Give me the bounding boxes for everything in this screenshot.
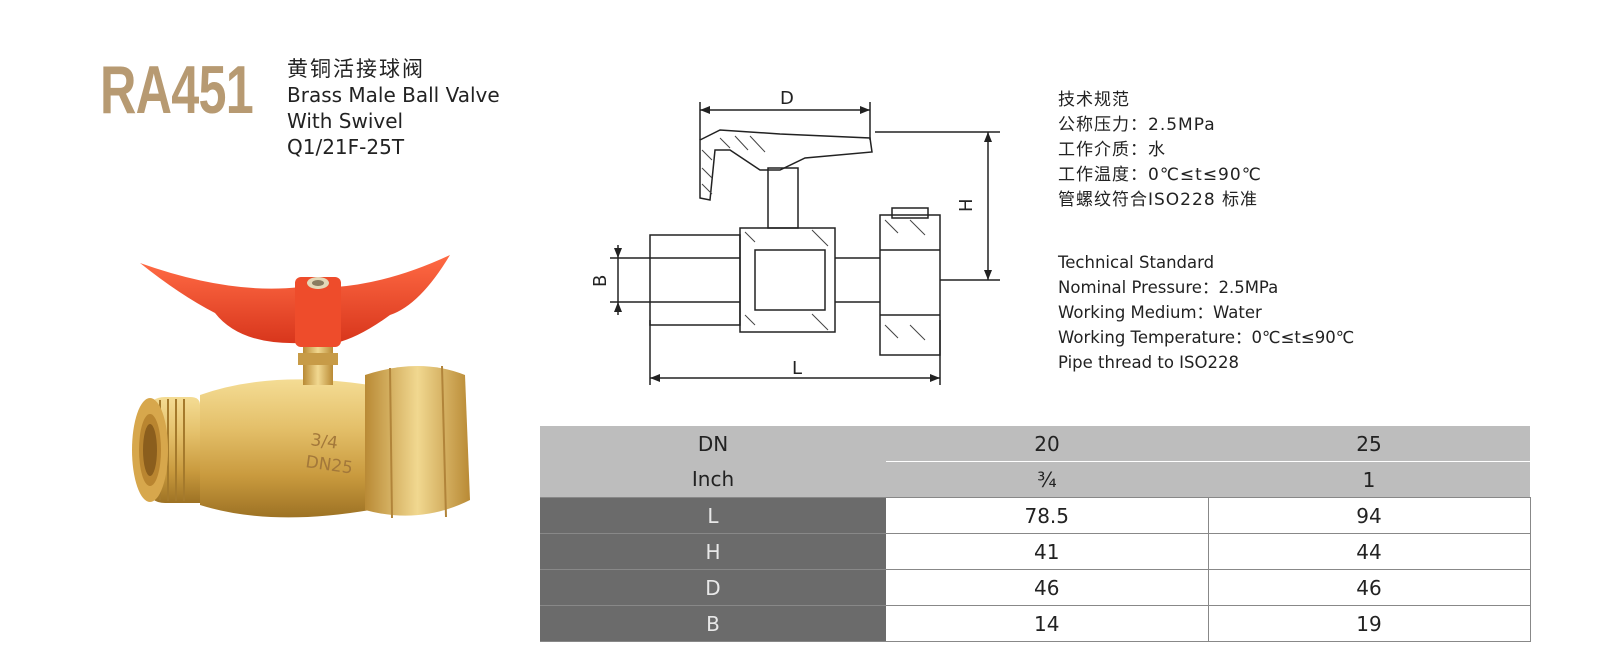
table-cell: Inch xyxy=(540,461,886,498)
spec-cn-temperature: 工作温度：0℃≤t≤90℃ xyxy=(1058,165,1262,185)
product-title-block: 黄铜活接球阀 Brass Male Ball Valve With Swivel… xyxy=(287,56,500,160)
drawing-label-d: D xyxy=(780,88,794,109)
table-cell: 94 xyxy=(1208,497,1531,534)
table-cell: 41 xyxy=(886,533,1209,570)
drawing-label-l: L xyxy=(792,358,802,379)
product-title-en-2: With Swivel xyxy=(287,109,404,133)
table-cell: L xyxy=(540,497,886,534)
technical-drawing: D L H B xyxy=(590,88,1000,385)
table-cell: 20 xyxy=(886,426,1208,462)
table-row: D 46 46 xyxy=(540,569,1531,606)
spec-en-heading: Technical Standard xyxy=(1058,253,1215,272)
product-standard-code: Q1/21F-25T xyxy=(287,135,405,159)
table-cell: 14 xyxy=(886,605,1209,642)
spec-cn-pressure: 公称压力：2.5MPa xyxy=(1058,115,1216,135)
spec-cn-heading: 技术规范 xyxy=(1058,90,1130,110)
table-row: DN 20 25 xyxy=(540,426,1530,462)
spec-en-medium: Working Medium：Water xyxy=(1058,303,1262,322)
table-cell: 1 xyxy=(1208,461,1530,498)
table-row: Inch ¾ 1 xyxy=(540,461,1530,498)
spec-cn-block: 技术规范 公称压力：2.5MPa 工作介质：水 工作温度：0℃≤t≤90℃ 管螺… xyxy=(1058,88,1262,213)
table-cell: H xyxy=(540,533,886,570)
table-row: H 41 44 xyxy=(540,533,1531,570)
product-title-en-1: Brass Male Ball Valve xyxy=(287,83,500,107)
table-cell: D xyxy=(540,569,886,606)
drawing-label-b: B xyxy=(590,275,611,287)
table-cell: DN xyxy=(540,426,886,462)
table-cell: 25 xyxy=(1208,426,1530,462)
table-row: L 78.5 94 xyxy=(540,497,1531,534)
svg-text:3/4: 3/4 xyxy=(309,430,339,454)
spec-cn-thread: 管螺纹符合ISO228 标准 xyxy=(1058,190,1259,210)
table-cell: 78.5 xyxy=(886,497,1209,534)
table-row: B 14 19 xyxy=(540,605,1531,642)
spec-en-pressure: Nominal Pressure：2.5MPa xyxy=(1058,278,1279,297)
spec-en-thread: Pipe thread to ISO228 xyxy=(1058,353,1240,372)
product-title-cn: 黄铜活接球阀 xyxy=(287,57,425,81)
spec-cn-medium: 工作介质：水 xyxy=(1058,140,1166,160)
drawing-label-h: H xyxy=(956,198,977,212)
table-cell: 46 xyxy=(886,569,1209,606)
product-photo: 3/4 DN25 xyxy=(132,255,470,519)
table-cell: ¾ xyxy=(886,461,1208,498)
table-cell: 46 xyxy=(1208,569,1531,606)
dimension-table: DN 20 25 Inch ¾ 1 L 78.5 94 H 41 44 D 46… xyxy=(540,426,1531,642)
table-cell: B xyxy=(540,605,886,642)
spec-en-block: Technical Standard Nominal Pressure：2.5M… xyxy=(1058,250,1354,375)
model-code: RA451 xyxy=(100,52,254,128)
spec-en-temperature: Working Temperature：0℃≤t≤90℃ xyxy=(1058,328,1355,347)
table-cell: 19 xyxy=(1208,605,1531,642)
table-cell: 44 xyxy=(1208,533,1531,570)
